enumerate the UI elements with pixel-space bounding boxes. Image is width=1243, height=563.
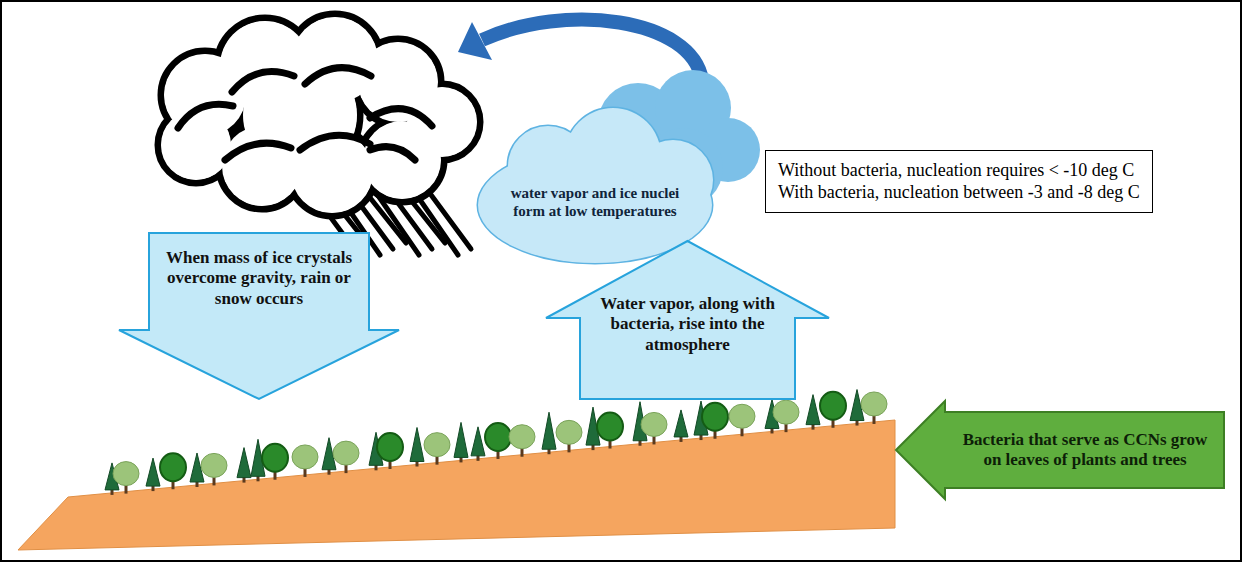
node-shape — [478, 68, 763, 265]
node-text: water vapor and ice nuclei form at low t… — [510, 184, 680, 220]
up-arrow-shape — [546, 241, 829, 399]
conifer-tree — [410, 428, 424, 462]
conifer-tree — [471, 427, 485, 456]
cloud-lobe-fill — [161, 110, 231, 180]
conifer-tree — [454, 422, 468, 457]
cloud-shading — [370, 109, 432, 126]
round-tree — [820, 392, 846, 420]
up-arrow: Water vapor, along with bacteria, rise i… — [545, 240, 830, 400]
broadleaf-tree — [729, 404, 755, 428]
curved-arrow — [458, 20, 702, 80]
broadleaf-tree — [333, 441, 359, 465]
cloud-shading — [305, 68, 371, 84]
broadleaf-tree — [641, 412, 667, 436]
broadleaf-tree — [556, 420, 582, 444]
node-text: Without bacteria, nucleation requires < … — [778, 160, 1140, 182]
conifer-tree — [806, 395, 820, 425]
left-arrow: Bacteria that serve as CCNs grow on leav… — [895, 400, 1225, 500]
curved-arrow-head — [458, 22, 492, 60]
round-tree — [597, 413, 623, 441]
node-text: When mass of ice crystals overcome gravi… — [159, 248, 359, 309]
vapor-cloud: water vapor and ice nuclei form at low t… — [478, 68, 763, 265]
broadleaf-tree — [113, 462, 139, 486]
round-tree — [160, 453, 186, 481]
node-text: Bacteria that serve as CCNs grow on leav… — [960, 430, 1210, 471]
broadleaf-tree — [509, 425, 535, 449]
broadleaf-tree — [424, 433, 450, 457]
down-arrow-shape — [119, 233, 399, 399]
node-text: With bacteria, nucleation between -3 and… — [778, 182, 1140, 204]
ground-slope — [18, 420, 895, 550]
curved-arrow-shaft — [482, 20, 702, 80]
cloud-shading — [370, 147, 415, 160]
conifer-tree — [146, 458, 160, 486]
round-tree — [485, 423, 511, 451]
cloud-shading — [232, 72, 294, 92]
cloud-shading — [300, 135, 370, 150]
round-tree — [262, 444, 288, 472]
node-text: Water vapor, along with bacteria, rise i… — [598, 294, 778, 355]
broadleaf-tree — [201, 453, 227, 477]
tree-row — [105, 390, 887, 495]
note-box: Without bacteria, nucleation requires < … — [765, 150, 1153, 213]
broadleaf-tree — [861, 392, 887, 416]
down-arrow: When mass of ice crystals overcome gravi… — [118, 232, 400, 400]
conifer-tree — [674, 410, 688, 437]
cloud-shading — [225, 143, 291, 160]
rain-cloud — [158, 14, 480, 216]
cloud-lobe-fill — [363, 121, 441, 199]
conifer-tree — [542, 412, 556, 449]
cloud-shading — [178, 104, 233, 128]
conifer-tree — [237, 448, 251, 478]
round-tree — [377, 433, 403, 461]
left-arrow-shape — [896, 401, 1224, 499]
round-tree — [702, 403, 728, 431]
broadleaf-tree — [773, 400, 799, 424]
broadleaf-tree — [292, 445, 318, 469]
